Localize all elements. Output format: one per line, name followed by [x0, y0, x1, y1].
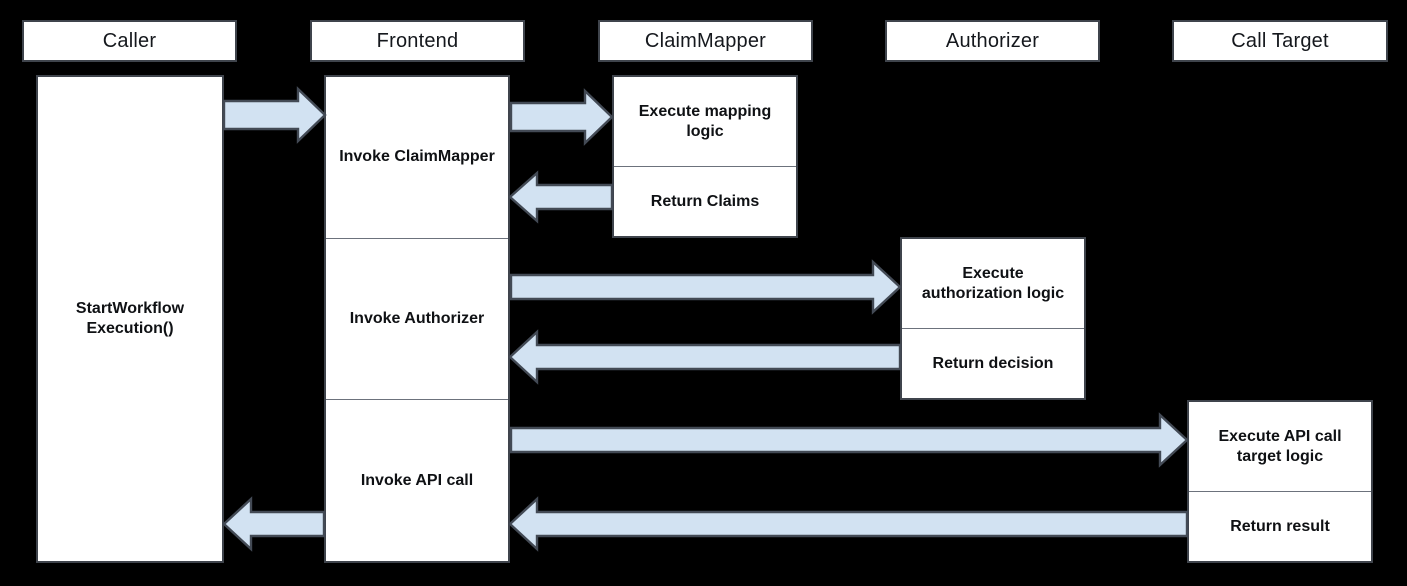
activation-frontend-invoke-authorizer[interactable]: Invoke Authorizer	[326, 239, 508, 401]
message-arrow-calltarget-to-frontend[interactable]	[508, 496, 1189, 552]
lifeline-authorizer[interactable]: Execute authorization logic Return decis…	[900, 237, 1086, 400]
participant-label: Authorizer	[945, 30, 1040, 52]
activation-calltarget-execute-api-call-target-logic[interactable]: Execute API call target logic	[1189, 402, 1371, 492]
activation-claimmapper-return-claims[interactable]: Return Claims	[650, 192, 760, 210]
participant-header-frontend[interactable]: Frontend	[310, 20, 525, 62]
participant-label: Call Target	[1231, 30, 1329, 52]
message-arrow-frontend-to-claimmapper[interactable]	[509, 88, 614, 146]
activation-calltarget-return-result[interactable]: Return result	[1230, 517, 1330, 535]
participant-label: Caller	[102, 30, 157, 52]
lifeline-calltarget[interactable]: Execute API call target logic Return res…	[1187, 400, 1373, 563]
message-arrow-caller-to-frontend[interactable]	[222, 86, 327, 144]
lifeline-claimmapper[interactable]: Execute mapping logic Return Claims	[612, 75, 798, 238]
lifeline-frontend[interactable]: Invoke ClaimMapper Invoke Authorizer Inv…	[324, 75, 510, 563]
activation-frontend-invoke-api-call[interactable]: Invoke API call	[360, 471, 474, 489]
activation-authorizer-return-decision[interactable]: Return decision	[932, 354, 1054, 372]
lifeline-caller[interactable]: StartWorkflow Execution()	[36, 75, 224, 563]
participant-header-authorizer[interactable]: Authorizer	[885, 20, 1100, 62]
message-arrow-claimmapper-to-frontend[interactable]	[508, 170, 614, 224]
participant-label: Frontend	[376, 30, 459, 52]
activation-claimmapper-execute-mapping-logic[interactable]: Execute mapping logic	[614, 77, 796, 167]
activation-authorizer-execute-authorization-logic[interactable]: Execute authorization logic	[902, 239, 1084, 329]
message-arrow-frontend-to-authorizer[interactable]	[509, 259, 902, 315]
message-arrow-frontend-to-calltarget[interactable]	[509, 412, 1189, 468]
participant-header-caller[interactable]: Caller	[22, 20, 237, 62]
participant-header-calltarget[interactable]: Call Target	[1172, 20, 1388, 62]
activation-caller-start-workflow[interactable]: StartWorkflow Execution()	[75, 300, 185, 337]
activation-frontend-invoke-claimmapper[interactable]: Invoke ClaimMapper	[326, 77, 508, 239]
participant-label: ClaimMapper	[644, 30, 767, 52]
message-arrow-authorizer-to-frontend[interactable]	[508, 329, 902, 385]
participant-header-claimmapper[interactable]: ClaimMapper	[598, 20, 813, 62]
message-arrow-frontend-to-caller[interactable]	[222, 496, 326, 552]
